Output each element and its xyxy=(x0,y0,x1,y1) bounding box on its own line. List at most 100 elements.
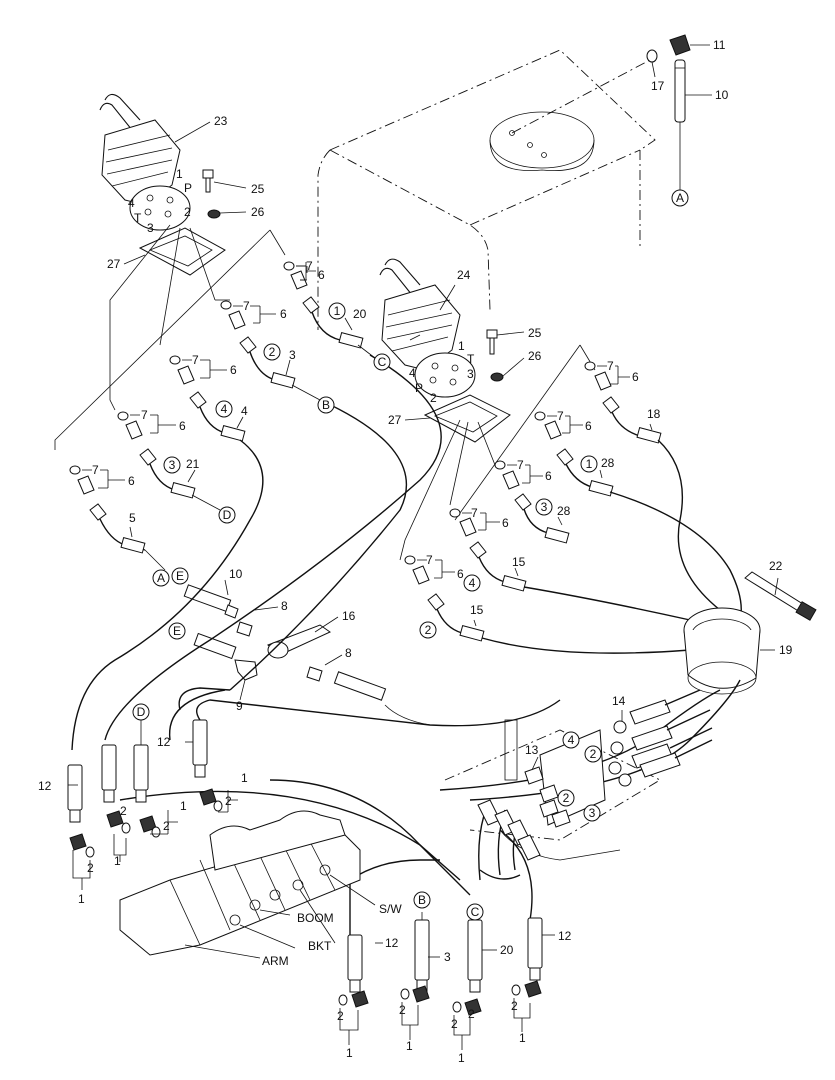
label-15: 15 xyxy=(512,555,526,569)
label-7: 7 xyxy=(426,553,433,567)
circled-number: 4 xyxy=(568,733,575,747)
label-21: 21 xyxy=(186,457,200,471)
function-label-bkt: BKT xyxy=(308,939,332,953)
circled-number: 2 xyxy=(563,791,570,805)
port-label: 4 xyxy=(409,366,416,380)
connector-letter-labels: A B C D A E E D B C xyxy=(137,191,684,919)
port-label: 3 xyxy=(147,221,154,235)
bolt-and-washer-right xyxy=(486,329,525,382)
label-19: 19 xyxy=(779,643,793,657)
label-2: 2 xyxy=(163,819,170,833)
port-label: 1 xyxy=(176,167,183,181)
label-1: 1 xyxy=(519,1031,526,1045)
label-7: 7 xyxy=(306,259,313,273)
bolt-and-washer-left xyxy=(202,169,247,219)
port-label: 1 xyxy=(458,339,465,353)
label-10: 10 xyxy=(229,567,243,581)
function-label-boom: BOOM xyxy=(297,911,334,925)
label-18: 18 xyxy=(647,407,661,421)
label-8: 8 xyxy=(281,599,288,613)
label-26: 26 xyxy=(251,205,265,219)
label-6: 6 xyxy=(280,307,287,321)
label-17: 17 xyxy=(651,79,665,93)
port-label: 4 xyxy=(128,196,135,210)
circled-number: 2 xyxy=(269,345,276,359)
port-label: 2 xyxy=(184,205,191,219)
label-1: 1 xyxy=(180,799,187,813)
label-6: 6 xyxy=(230,363,237,377)
label-16: 16 xyxy=(342,609,356,623)
label-27: 27 xyxy=(107,257,121,271)
circled-number: 2 xyxy=(425,623,432,637)
pilot-line-routing xyxy=(54,224,596,561)
callout-brackets xyxy=(68,262,630,1050)
connector-letter: D xyxy=(137,705,146,719)
label-20: 20 xyxy=(500,943,514,957)
label-2: 2 xyxy=(120,804,127,818)
label-1: 1 xyxy=(241,771,248,785)
label-1: 1 xyxy=(78,892,85,906)
circled-number: 1 xyxy=(334,304,341,318)
label-6: 6 xyxy=(457,567,464,581)
port-label: P xyxy=(415,381,423,395)
label-26: 26 xyxy=(528,349,542,363)
label-2: 2 xyxy=(87,861,94,875)
left-joystick-assembly xyxy=(99,93,226,276)
main-hose-routes xyxy=(71,354,741,960)
connector-letter: E xyxy=(173,624,181,638)
label-12: 12 xyxy=(385,936,399,950)
circled-number: 4 xyxy=(469,576,476,590)
port-label: P xyxy=(184,181,192,195)
label-7: 7 xyxy=(92,463,99,477)
label-6: 6 xyxy=(502,516,509,530)
part-number-labels: 23 24 25 25 26 26 27 27 11 17 10 10 22 1… xyxy=(38,38,793,1065)
connector-letter: B xyxy=(322,398,330,412)
label-23: 23 xyxy=(214,114,228,128)
port-label: T xyxy=(467,352,475,366)
label-6: 6 xyxy=(545,469,552,483)
label-20: 20 xyxy=(353,307,367,321)
label-4: 4 xyxy=(241,404,248,418)
label-5: 5 xyxy=(129,511,136,525)
label-12: 12 xyxy=(38,779,52,793)
label-12: 12 xyxy=(558,929,572,943)
label-1: 1 xyxy=(114,854,121,868)
label-25: 25 xyxy=(251,182,265,196)
circled-number: 3 xyxy=(169,458,176,472)
circled-number: 3 xyxy=(589,806,596,820)
label-1: 1 xyxy=(346,1046,353,1060)
label-8: 8 xyxy=(345,646,352,660)
label-6: 6 xyxy=(179,419,186,433)
label-2: 2 xyxy=(511,999,518,1013)
label-3: 3 xyxy=(289,348,296,362)
label-24: 24 xyxy=(457,268,471,282)
label-10: 10 xyxy=(715,88,729,102)
label-6: 6 xyxy=(128,474,135,488)
mid-fittings-group xyxy=(183,579,431,726)
label-4: 2 xyxy=(468,1007,475,1021)
port-label: 3 xyxy=(467,367,474,381)
connector-letter: A xyxy=(676,191,684,205)
connector-letter: E xyxy=(176,569,184,583)
connector-letter: A xyxy=(157,571,165,585)
circled-number: 4 xyxy=(221,402,228,416)
circled-number: 1 xyxy=(586,457,593,471)
label-25: 25 xyxy=(528,326,542,340)
label-6: 6 xyxy=(585,419,592,433)
right-joystick-assembly xyxy=(379,258,511,443)
label-3: 3 xyxy=(444,950,451,964)
label-7: 7 xyxy=(141,408,148,422)
label-2: 2 xyxy=(337,1009,344,1023)
label-28: 28 xyxy=(601,456,615,470)
label-28: 28 xyxy=(557,504,571,518)
connector-letter: B xyxy=(418,893,426,907)
function-label-arm: ARM xyxy=(262,954,289,968)
label-15: 15 xyxy=(470,603,484,617)
circled-number: 2 xyxy=(590,747,597,761)
label-2: 2 xyxy=(225,794,232,808)
connector-letter: C xyxy=(471,905,480,919)
connector-markers xyxy=(132,189,689,921)
label-27: 27 xyxy=(388,413,402,427)
label-1: 1 xyxy=(458,1051,465,1065)
